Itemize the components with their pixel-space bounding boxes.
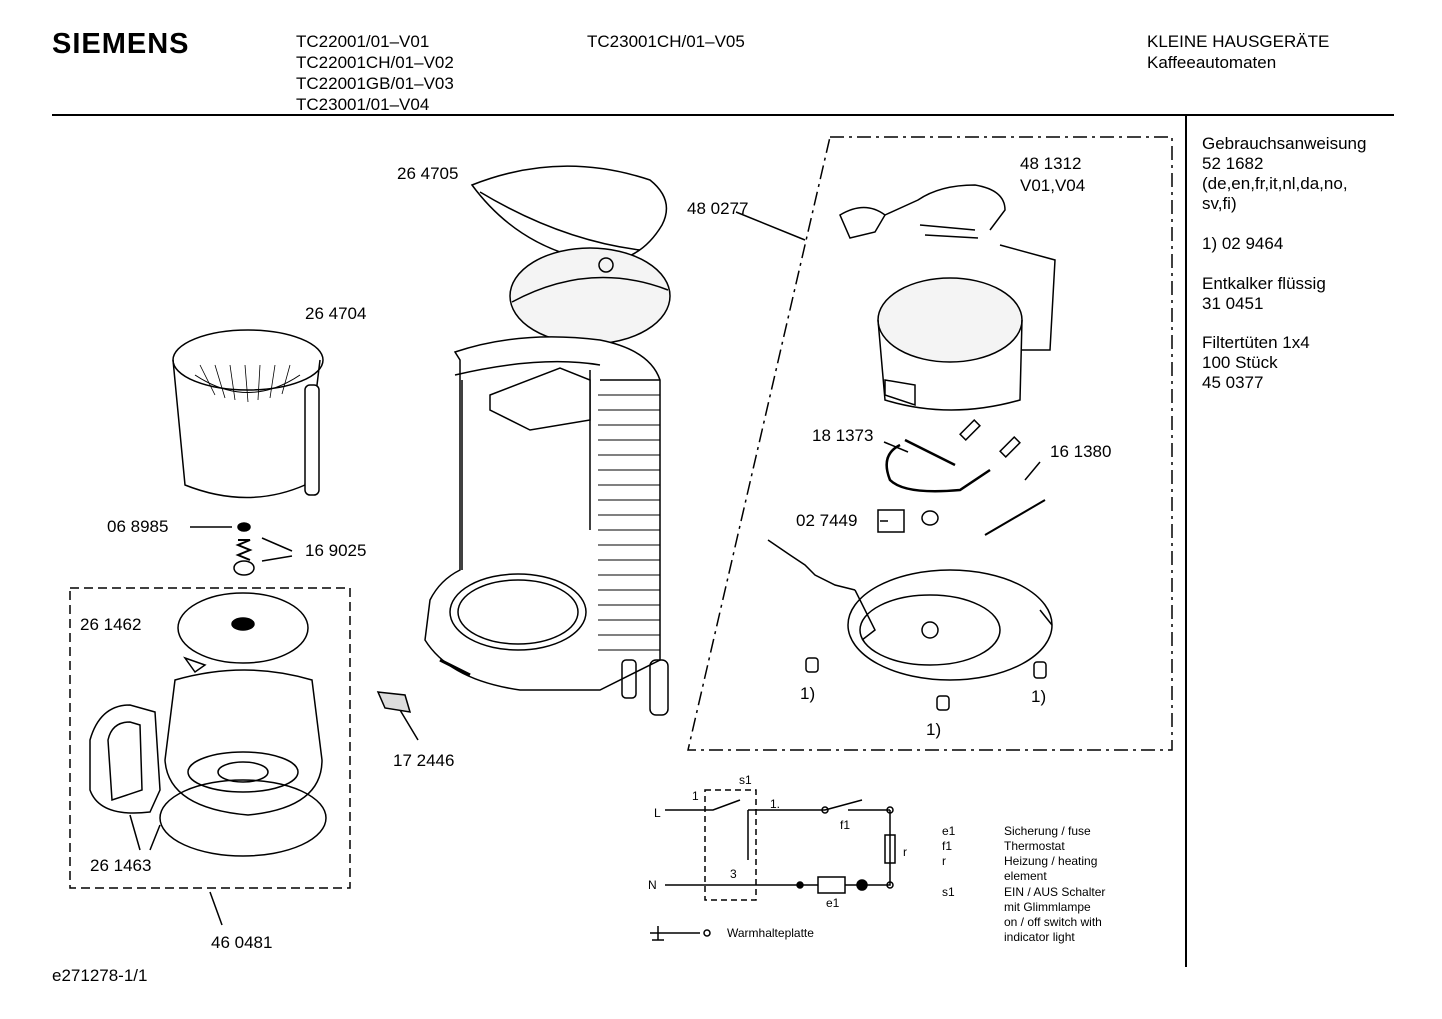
part-label: 16 9025 [305,541,367,560]
model-number: TC23001/01–V04 [296,95,430,114]
legend-text: Sicherung / fuse [1004,824,1091,838]
descaler-number: 31 0451 [1202,294,1264,313]
header-divider [52,114,1394,116]
part-label: 26 1463 [90,856,152,875]
filter-number: 45 0377 [1202,373,1264,392]
carafe-group-frame [69,587,351,889]
legend-text: EIN / AUS Schalter [1004,885,1106,899]
schematic-label: L [654,806,661,820]
model-number: TC22001GB/01–V03 [296,74,454,93]
sidebar-divider [1185,116,1187,967]
schematic-label: N [648,878,657,892]
schematic-label: 3 [730,867,737,881]
descaler-title: Entkalker flüssig [1202,274,1326,293]
manual-languages: sv,fi) [1202,194,1237,213]
leader-line [880,441,1041,522]
part-label: 48 0277 [687,199,749,218]
carafe-ring-part [159,779,327,857]
schematic-label: r [903,845,907,859]
manual-number: 52 1682 [1202,154,1264,173]
clip-part [921,510,939,526]
valve-spring-part [235,539,253,561]
power-cord-part [839,184,1006,239]
drip-stop-part [376,691,412,713]
leader-line [190,526,293,562]
legend-text: mit Glimmlampe [1004,900,1091,914]
filter-quantity: 100 Stück [1202,353,1278,372]
legend-code: f1 [942,839,953,853]
sidebar-descaler: Entkalker flüssig 31 0451 [1202,274,1326,314]
wiring-schematic [650,789,896,941]
model-number-secondary: TC23001CH/01–V05 [587,32,745,51]
leader-line [129,814,161,851]
leader-line [399,709,419,741]
legend-code: e1 [942,824,956,838]
filter-title: Filtertüten 1x4 [1202,333,1310,352]
schematic-label: e1 [826,896,840,910]
legend-code: s1 [942,885,955,899]
carafe-handle-part [89,704,161,814]
valve-cap-part [233,560,255,576]
glass-carafe-part [164,669,323,816]
schematic-label: s1 [739,773,752,787]
base-plate-part [847,569,1053,681]
brand-logo: SIEMENS [52,28,190,60]
footnote-part: 1) 02 9464 [1202,234,1284,253]
foot-pads [805,657,1047,711]
part-label: 26 1462 [80,615,142,634]
tank-lid-part [509,247,671,345]
heater-group-frame [687,136,1173,751]
sidebar-filter: Filtertüten 1x4 100 Stück 45 0377 [1202,333,1310,393]
filter-holder-part [172,329,324,499]
footnote-marker: 1) [800,684,816,703]
schematic-label: f1 [840,818,851,832]
heating-housing-part [877,244,1056,411]
footnote-marker: 1) [1031,687,1047,706]
legend-code: r [942,854,946,868]
manual-title: Gebrauchsanweisung [1202,134,1367,153]
top-lid-part [470,165,668,263]
part-label: 16 1380 [1050,442,1112,461]
wire-part [767,539,856,591]
category-title: KLEINE HAUSGERÄTE [1147,32,1330,51]
legend-text: on / off switch with [1004,915,1102,929]
product-category: KLEINE HAUSGERÄTE Kaffeeautomaten [1147,31,1329,73]
legend-text: Thermostat [1004,839,1065,853]
model-list: TC22001/01–V01 TC22001CH/01–V02 TC22001G… [296,31,454,115]
manual-languages: (de,en,fr,it,nl,da,no, [1202,174,1348,193]
part-label: 26 4704 [305,304,367,323]
thermostat-part [877,509,905,533]
sidebar-manual: Gebrauchsanweisung 52 1682 (de,en,fr,it,… [1202,134,1366,214]
ground-label: Warmhalteplatte [727,926,814,940]
part-label: 17 2446 [393,751,455,770]
part-variant-label: V01,V04 [1020,176,1086,195]
part-label: 06 8985 [107,517,169,536]
carafe-lid-part [177,592,309,674]
machine-body-part [424,336,669,716]
part-label: 48 1312 [1020,154,1082,173]
schematic-label: 1. [770,797,781,811]
model-number: TC22001CH/01–V02 [296,53,454,72]
leader-line [209,891,223,926]
category-subtitle: Kaffeeautomaten [1147,53,1277,72]
legend-text: element [1004,869,1047,883]
part-label: 26 4705 [397,164,459,183]
schematic-label: 1 [692,789,699,803]
model-number: TC22001/01–V01 [296,32,430,51]
leader-line [735,211,806,241]
legend-text: indicator light [1004,930,1075,944]
heating-element-part [885,419,1021,493]
document-id: e271278-1/1 [52,966,148,985]
connector-part [984,499,1046,536]
part-label: 46 0481 [211,933,273,952]
valve-seal-part [237,522,251,532]
footnote-marker: 1) [926,720,942,739]
part-label: 02 7449 [796,511,858,530]
legend-text: Heizung / heating [1004,854,1098,868]
part-label: 18 1373 [812,426,874,445]
